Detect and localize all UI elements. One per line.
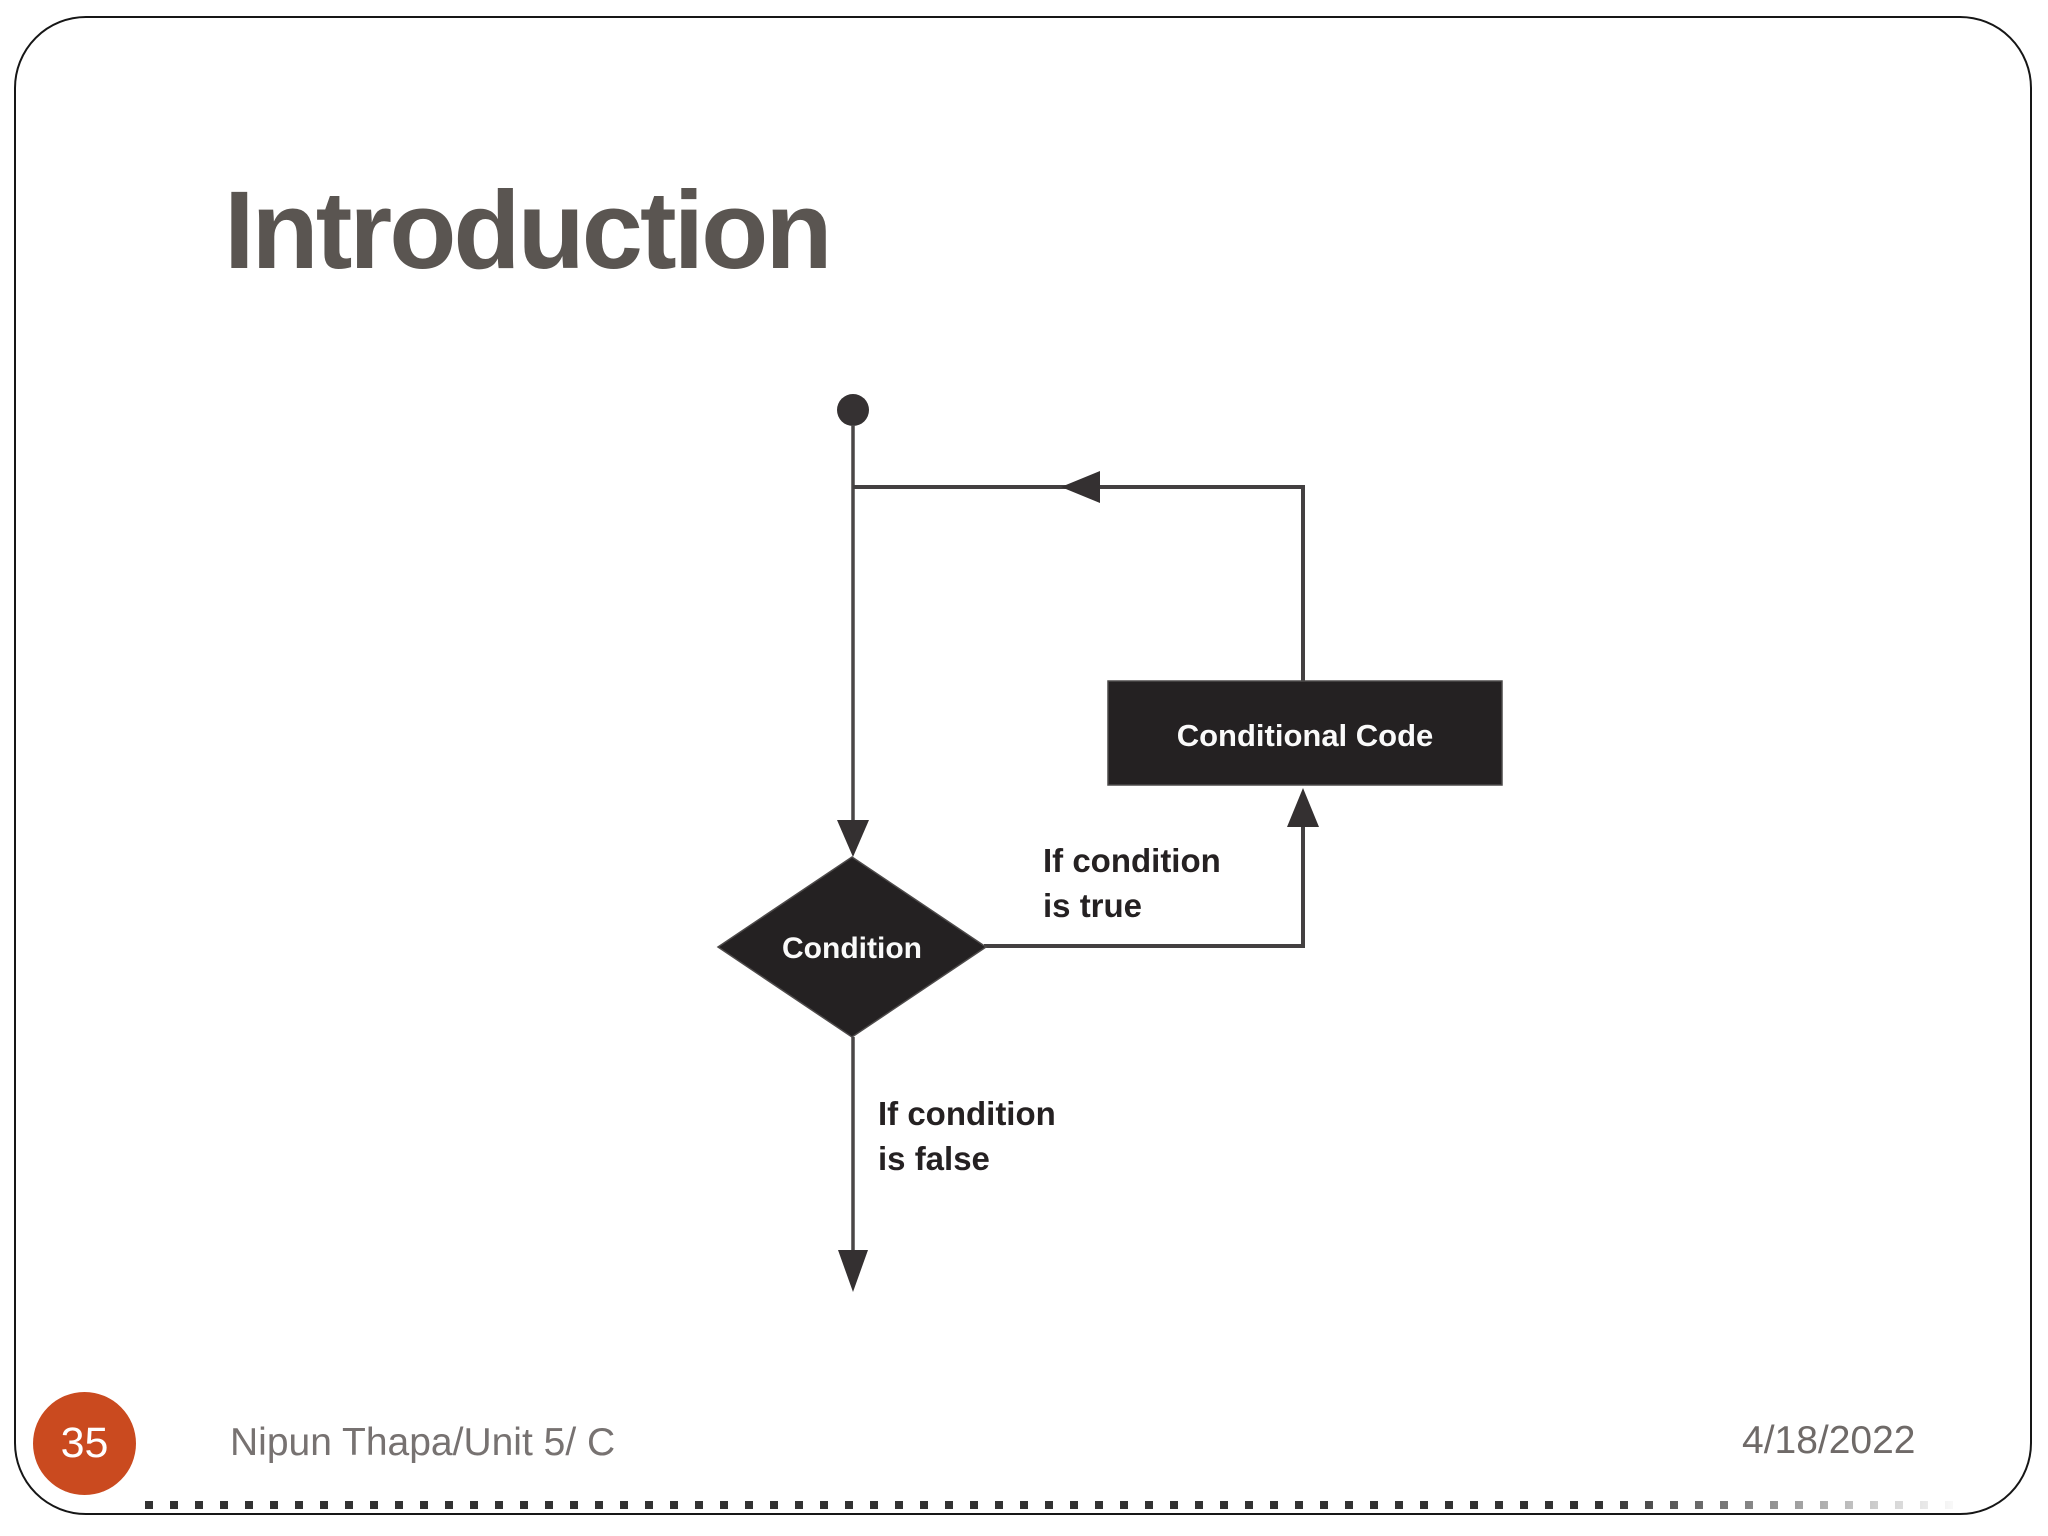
true-branch-label-line2: is true bbox=[1043, 887, 1142, 924]
bottom-dashed-line bbox=[145, 1501, 1965, 1509]
conditional-code-label: Conditional Code bbox=[1177, 718, 1434, 753]
page-number-badge: 35 bbox=[33, 1392, 136, 1495]
start-node-dot bbox=[837, 394, 869, 426]
true-branch-label-line1: If condition bbox=[1043, 842, 1221, 879]
page-title: Introduction bbox=[224, 169, 833, 292]
condition-label: Condition bbox=[782, 932, 922, 965]
false-branch-label-line2: is false bbox=[878, 1140, 990, 1177]
footer-date: 4/18/2022 bbox=[1742, 1419, 1916, 1462]
false-branch-label-line1: If condition bbox=[878, 1095, 1056, 1132]
page-number: 35 bbox=[60, 1419, 109, 1467]
slide-border bbox=[14, 16, 2032, 1515]
arrowhead-into-condition-icon bbox=[837, 820, 869, 857]
loop-return-line bbox=[853, 485, 1305, 682]
conditional-code-box bbox=[1107, 680, 1503, 786]
true-branch-line bbox=[984, 825, 1305, 948]
arrowhead-into-code-icon bbox=[1287, 788, 1319, 827]
footer-author: Nipun Thapa/Unit 5/ C bbox=[230, 1421, 616, 1464]
arrowhead-loop-left-icon bbox=[1061, 471, 1100, 503]
arrowhead-false-exit-icon bbox=[838, 1250, 868, 1292]
